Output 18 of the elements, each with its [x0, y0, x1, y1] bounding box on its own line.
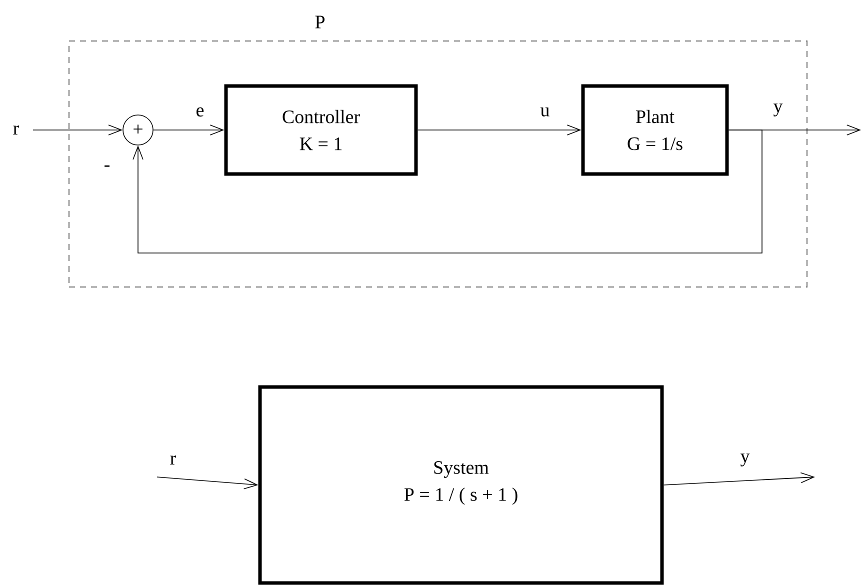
arrow — [156, 476, 258, 490]
edge-label: y — [739, 452, 751, 468]
edge-label: y — [772, 102, 784, 118]
block-box: Controller K = 1 — [224, 84, 418, 176]
summing-junction: + — [122, 114, 154, 146]
edge-label: r — [168, 454, 178, 466]
edge-label: - — [102, 164, 112, 172]
block-box: Plant G = 1/s — [581, 84, 729, 176]
edge-label: e — [194, 106, 206, 118]
edge-label: u — [539, 106, 551, 118]
block-box: System P = 1 / ( s + 1 ) — [258, 385, 664, 585]
edge-label: r — [12, 124, 20, 136]
arrow — [32, 124, 123, 136]
arrow — [153, 124, 224, 136]
arrow — [663, 472, 815, 486]
arrow — [417, 124, 582, 136]
node-label: P — [315, 16, 325, 28]
arrow — [132, 130, 762, 254]
